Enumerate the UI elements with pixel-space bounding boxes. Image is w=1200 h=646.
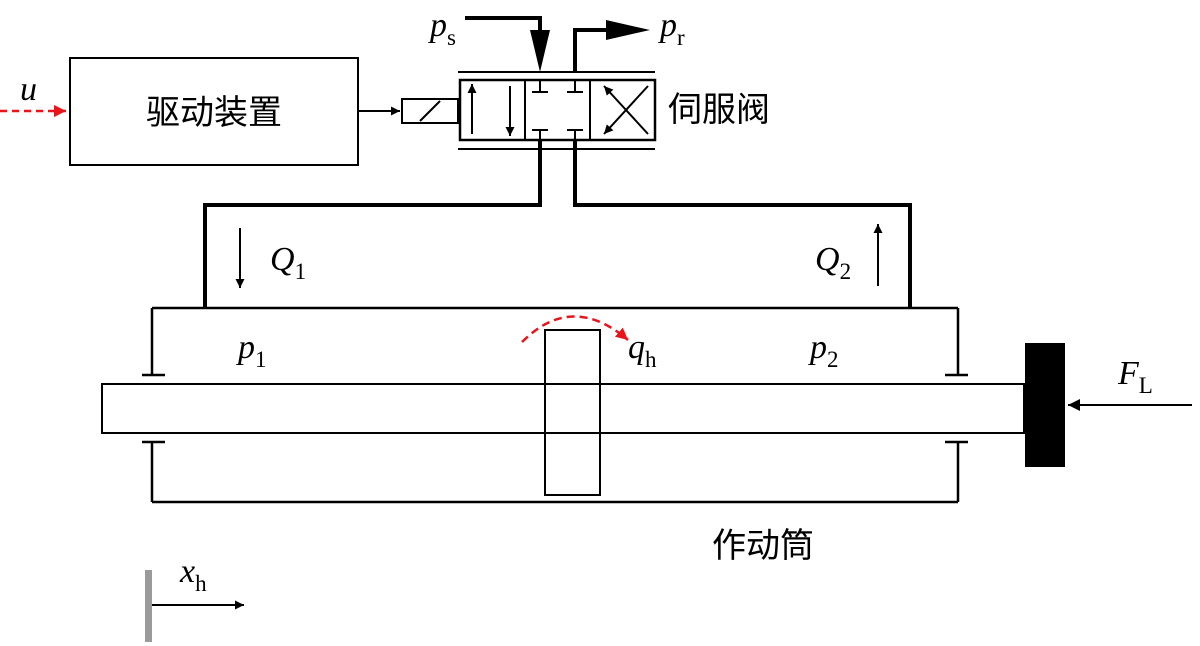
leakage-flow-label: qh	[628, 329, 657, 372]
return-pressure-port: pr	[573, 7, 685, 72]
valve-blocked-ports	[532, 80, 583, 140]
supply-pressure-label: ps	[428, 7, 456, 50]
reference-ground-bar	[145, 570, 152, 642]
flow-2-label: Q2	[815, 241, 851, 284]
servo-valve-label: 伺服阀	[668, 90, 770, 130]
drive-device: 驱动装置	[69, 57, 359, 166]
leakage-flow-arrow	[521, 315, 629, 343]
displacement-label: xh	[179, 553, 207, 596]
piston-rod	[101, 383, 1025, 434]
return-arrowhead	[606, 20, 650, 40]
valve-cross-arrow-b	[603, 85, 649, 135]
supply-arrowhead	[530, 30, 550, 72]
solenoid	[401, 98, 459, 124]
drive-device-label: 驱动装置	[146, 93, 282, 133]
piston	[544, 329, 601, 496]
supply-line	[465, 16, 542, 32]
input-signal-label: u	[20, 71, 37, 108]
servo-valve: 伺服阀	[458, 71, 770, 150]
return-line	[573, 28, 608, 72]
actuator-cylinder	[101, 306, 1025, 504]
chamber-pressure-2-label: p2	[808, 329, 839, 372]
solenoid-coil-mark	[419, 100, 441, 122]
load-mass	[1025, 343, 1065, 467]
return-pressure-label: pr	[658, 7, 685, 50]
load-force-label: FL	[1117, 355, 1153, 398]
hydraulic-line-1	[203, 140, 542, 308]
flow-1-label: Q1	[270, 241, 306, 284]
valve-body	[458, 78, 657, 142]
actuator-label: 作动筒	[712, 526, 814, 566]
hydraulic-line-2	[573, 140, 912, 308]
supply-pressure-port: ps	[428, 7, 550, 72]
chamber-pressure-1-label: p1	[236, 329, 267, 372]
solenoid-body	[401, 98, 459, 124]
